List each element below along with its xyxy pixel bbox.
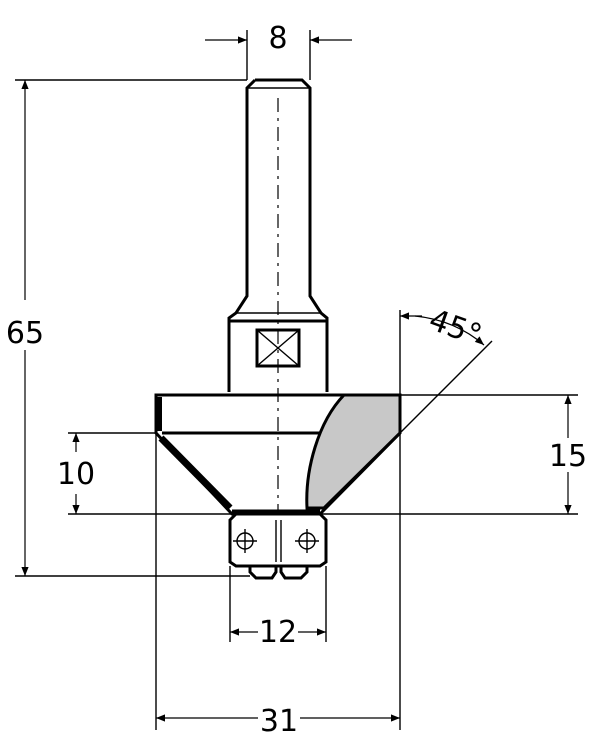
label-shank-diameter: 8 bbox=[268, 21, 287, 56]
dimension-bearing-diameter: 12 bbox=[229, 566, 327, 650]
dimension-shank-diameter: 8 bbox=[205, 21, 352, 80]
dimension-bevel-height: 10 bbox=[57, 432, 232, 515]
bearing-screw-right-icon bbox=[295, 529, 319, 553]
bearing-screw-left-icon bbox=[233, 529, 257, 553]
label-angle: 45° bbox=[424, 303, 486, 354]
label-bevel-height: 10 bbox=[57, 457, 95, 492]
label-total-length: 65 bbox=[6, 316, 44, 351]
dimension-total-length: 65 bbox=[6, 79, 250, 577]
label-cutting-diameter: 31 bbox=[260, 704, 298, 739]
label-cutting-height: 15 bbox=[549, 439, 587, 474]
label-bearing-diameter: 12 bbox=[259, 615, 297, 650]
dimension-angle: 45° bbox=[399, 303, 493, 434]
dimension-cutting-diameter: 31 bbox=[155, 310, 401, 739]
bearing bbox=[228, 512, 328, 580]
dimension-cutting-height: 15 bbox=[320, 394, 587, 515]
carbide-insert bbox=[305, 393, 402, 510]
